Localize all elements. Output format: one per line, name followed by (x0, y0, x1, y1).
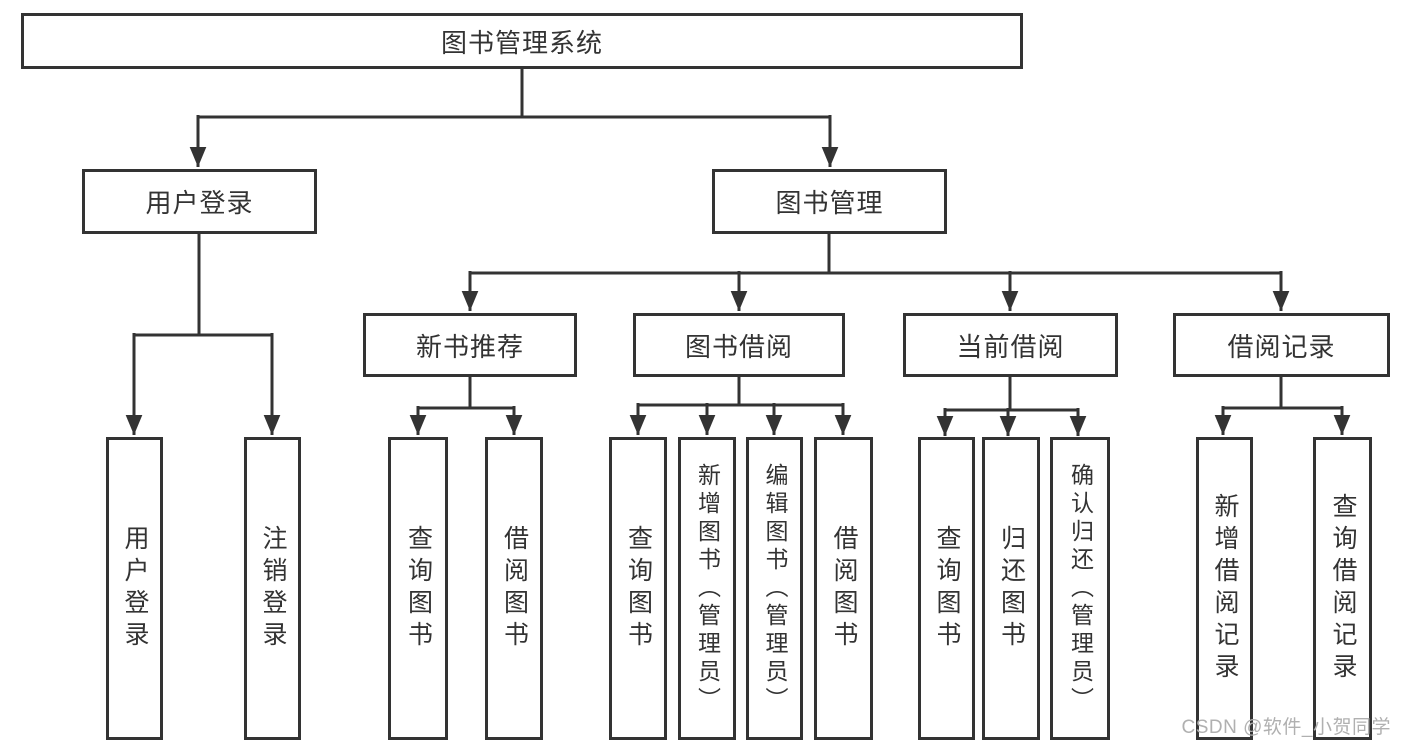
leaf-br-query-record-label: 查询借阅记录 (1329, 492, 1357, 685)
node-book-borrowing: 图书借阅 (633, 313, 845, 377)
leaf-user-login: 用户登录 (106, 437, 163, 740)
leaf-rec-query-books: 查询图书 (388, 437, 448, 740)
node-root: 图书管理系统 (21, 13, 1023, 69)
leaf-user-login-label: 用户登录 (121, 524, 149, 653)
leaf-cb-return-books-label: 归还图书 (997, 524, 1026, 653)
node-new-book-recommend-label: 新书推荐 (415, 331, 524, 362)
leaf-cb-query-books: 查询图书 (918, 437, 975, 740)
leaf-bb-add-books: 新增图书（管理员） (678, 437, 736, 740)
leaf-br-add-record-label: 新增借阅记录 (1211, 492, 1239, 685)
leaf-rec-query-books-label: 查询图书 (404, 524, 433, 653)
leaf-rec-borrow-books: 借阅图书 (485, 437, 543, 740)
node-borrow-records: 借阅记录 (1173, 313, 1390, 377)
leaf-bb-query-books: 查询图书 (609, 437, 667, 740)
node-borrow-records-label: 借阅记录 (1227, 331, 1336, 362)
leaf-bb-edit-books-label: 编辑图书（管理员） (762, 462, 788, 715)
leaf-bb-borrow-books-label: 借阅图书 (830, 524, 858, 653)
node-book-borrowing-label: 图书借阅 (684, 331, 793, 362)
leaf-cb-query-books-label: 查询图书 (933, 524, 961, 653)
node-current-borrowing-label: 当前借阅 (956, 331, 1065, 362)
leaf-cb-confirm-return: 确认归还（管理员） (1050, 437, 1110, 740)
csdn-watermark: CSDN @软件_小贺同学 (1181, 717, 1391, 738)
leaf-bb-edit-books: 编辑图书（管理员） (746, 437, 803, 740)
leaf-br-query-record: 查询借阅记录 (1313, 437, 1372, 740)
node-book-management-label: 图书管理 (775, 188, 884, 218)
node-book-management: 图书管理 (712, 169, 947, 234)
node-user-login-label: 用户登录 (145, 188, 254, 218)
node-current-borrowing: 当前借阅 (903, 313, 1118, 377)
leaf-logout: 注销登录 (244, 437, 301, 740)
leaf-bb-borrow-books: 借阅图书 (814, 437, 873, 740)
leaf-bb-add-books-label: 新增图书（管理员） (694, 462, 721, 715)
leaf-rec-borrow-books-label: 借阅图书 (500, 524, 529, 653)
leaf-bb-query-books-label: 查询图书 (624, 524, 653, 653)
node-new-book-recommend: 新书推荐 (363, 313, 577, 377)
leaf-logout-label: 注销登录 (259, 524, 287, 653)
leaf-cb-return-books: 归还图书 (982, 437, 1040, 740)
leaf-br-add-record: 新增借阅记录 (1196, 437, 1253, 740)
node-user-login: 用户登录 (82, 169, 317, 234)
node-root-label: 图书管理系统 (440, 27, 603, 58)
leaf-cb-confirm-return-label: 确认归还（管理员） (1067, 462, 1094, 715)
